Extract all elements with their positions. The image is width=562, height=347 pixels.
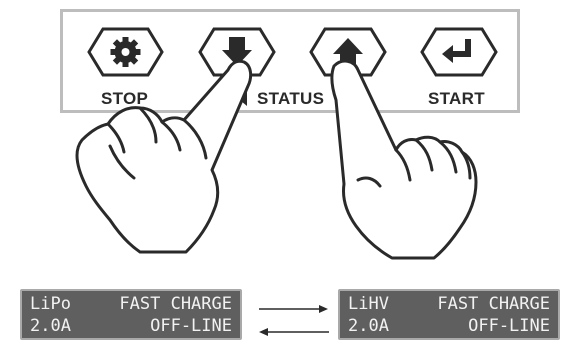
- charge-status: OFF-LINE: [150, 316, 232, 336]
- stop-label: STOP: [101, 89, 149, 108]
- lcd-line-2: 2.0A OFF-LINE: [348, 315, 550, 337]
- lcd-display-lipo: LiPo FAST CHARGE 2.0A OFF-LINE: [20, 289, 242, 340]
- charge-current: 2.0A: [30, 316, 71, 336]
- transition-arrows: [259, 305, 329, 336]
- right-hand-illustration: [330, 59, 478, 260]
- stop-key[interactable]: [87, 27, 164, 77]
- down-key[interactable]: [198, 27, 276, 77]
- lcd-line-1: LiHV FAST CHARGE: [348, 293, 550, 315]
- charge-mode: FAST CHARGE: [119, 294, 232, 314]
- enter-icon: [442, 39, 471, 63]
- left-hand-illustration: [75, 59, 253, 254]
- charge-current: 2.0A: [348, 316, 389, 336]
- charge-status: OFF-LINE: [468, 316, 550, 336]
- gear-icon: [110, 37, 141, 67]
- battery-type: LiHV: [348, 294, 389, 314]
- battery-type: LiPo: [30, 294, 71, 314]
- lcd-line-2: 2.0A OFF-LINE: [30, 315, 232, 337]
- charge-mode: FAST CHARGE: [437, 294, 550, 314]
- down-arrow-icon: [222, 37, 252, 66]
- status-label: STATUS: [257, 89, 325, 108]
- start-label: START: [428, 89, 485, 108]
- lcd-display-lihv: LiHV FAST CHARGE 2.0A OFF-LINE: [338, 289, 560, 340]
- start-key[interactable]: [420, 27, 498, 77]
- lcd-line-1: LiPo FAST CHARGE: [30, 293, 232, 315]
